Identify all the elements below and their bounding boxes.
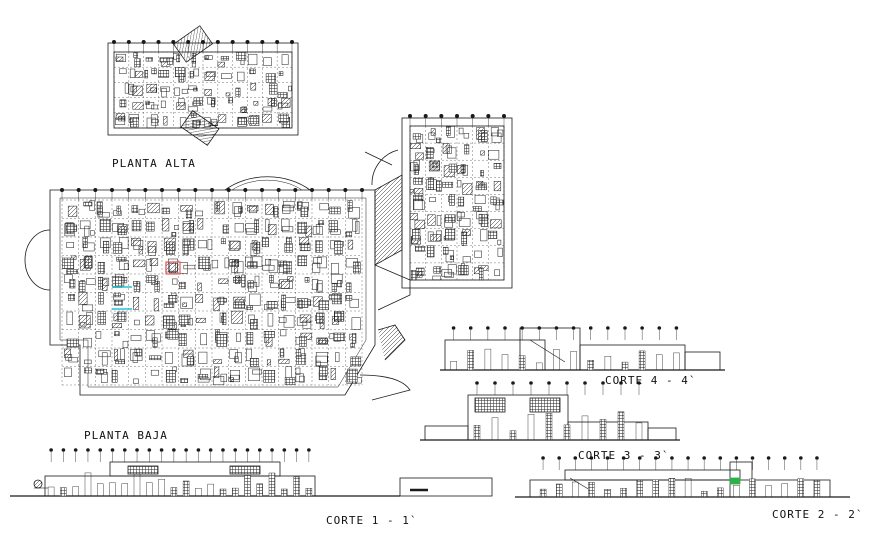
corte-3-section (420, 381, 680, 441)
corte-2-label: CORTE 2 - 2` (772, 508, 864, 521)
annex-plan (359, 114, 513, 401)
planta-alta-label: PLANTA ALTA (112, 157, 196, 170)
corte-3-label: CORTE 3 - 3` (578, 449, 670, 462)
corte-1-label: CORTE 1 - 1` (326, 514, 418, 527)
planta-alta-plan (107, 25, 299, 146)
planta-baja-label: PLANTA BAJA (84, 429, 168, 442)
planta-baja-plan (24, 176, 376, 396)
corte-2-section (515, 456, 850, 498)
corte-4-label: CORTE 4 - 4` (605, 374, 697, 387)
corte-1-section (10, 448, 493, 497)
corte-4-section (440, 326, 725, 371)
